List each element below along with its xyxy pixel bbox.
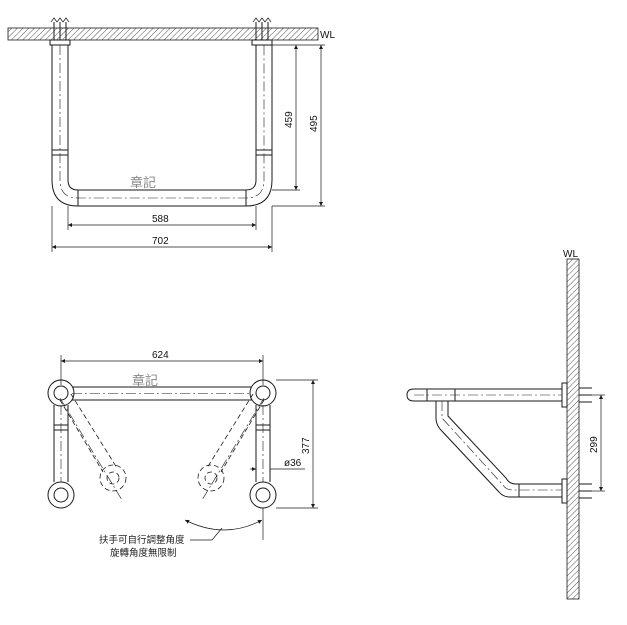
anchor-bolts-right xyxy=(251,17,273,46)
rotation-arc xyxy=(184,519,263,531)
side-diagonal-bar-outer xyxy=(435,401,562,498)
dim-label-495: 495 xyxy=(309,115,320,132)
wl-label-top: WL xyxy=(320,30,335,41)
dim-label-diameter: ø36 xyxy=(284,458,302,469)
wl-label-side: WL xyxy=(563,249,578,260)
seal-mark-plan: 章記 xyxy=(132,373,158,389)
flange-bottom-right xyxy=(249,481,277,509)
front-elevation: WL 章記 xyxy=(7,17,335,252)
dim-label-299: 299 xyxy=(589,436,600,453)
dim-label-459: 459 xyxy=(284,111,295,128)
side-diagonal-bar-inner xyxy=(447,401,562,485)
seal-mark-top: 章記 xyxy=(130,175,156,191)
flange-bottom-left xyxy=(47,481,75,509)
bar-inner-outline xyxy=(67,45,257,191)
ceiling-hatch xyxy=(7,27,319,41)
dim-label-624: 624 xyxy=(152,350,169,361)
dim-label-377: 377 xyxy=(301,437,312,454)
side-view: WL 299 xyxy=(406,249,605,600)
dim-label-588: 588 xyxy=(152,214,169,225)
note-adjustable-angle: 扶手可自行調整角度 xyxy=(99,534,185,546)
note-unlimited-rotation: 旋轉角度無限制 xyxy=(110,547,177,559)
side-top-bar xyxy=(406,388,562,402)
wall-hatch xyxy=(566,258,580,600)
dim-label-702: 702 xyxy=(152,236,169,247)
bar-centerline xyxy=(59,45,265,199)
rotated-leg-left xyxy=(59,393,127,501)
rotated-leg-right xyxy=(197,393,265,501)
plan-view: 624 章記 xyxy=(47,350,318,559)
bar-outer-outline xyxy=(51,45,273,207)
